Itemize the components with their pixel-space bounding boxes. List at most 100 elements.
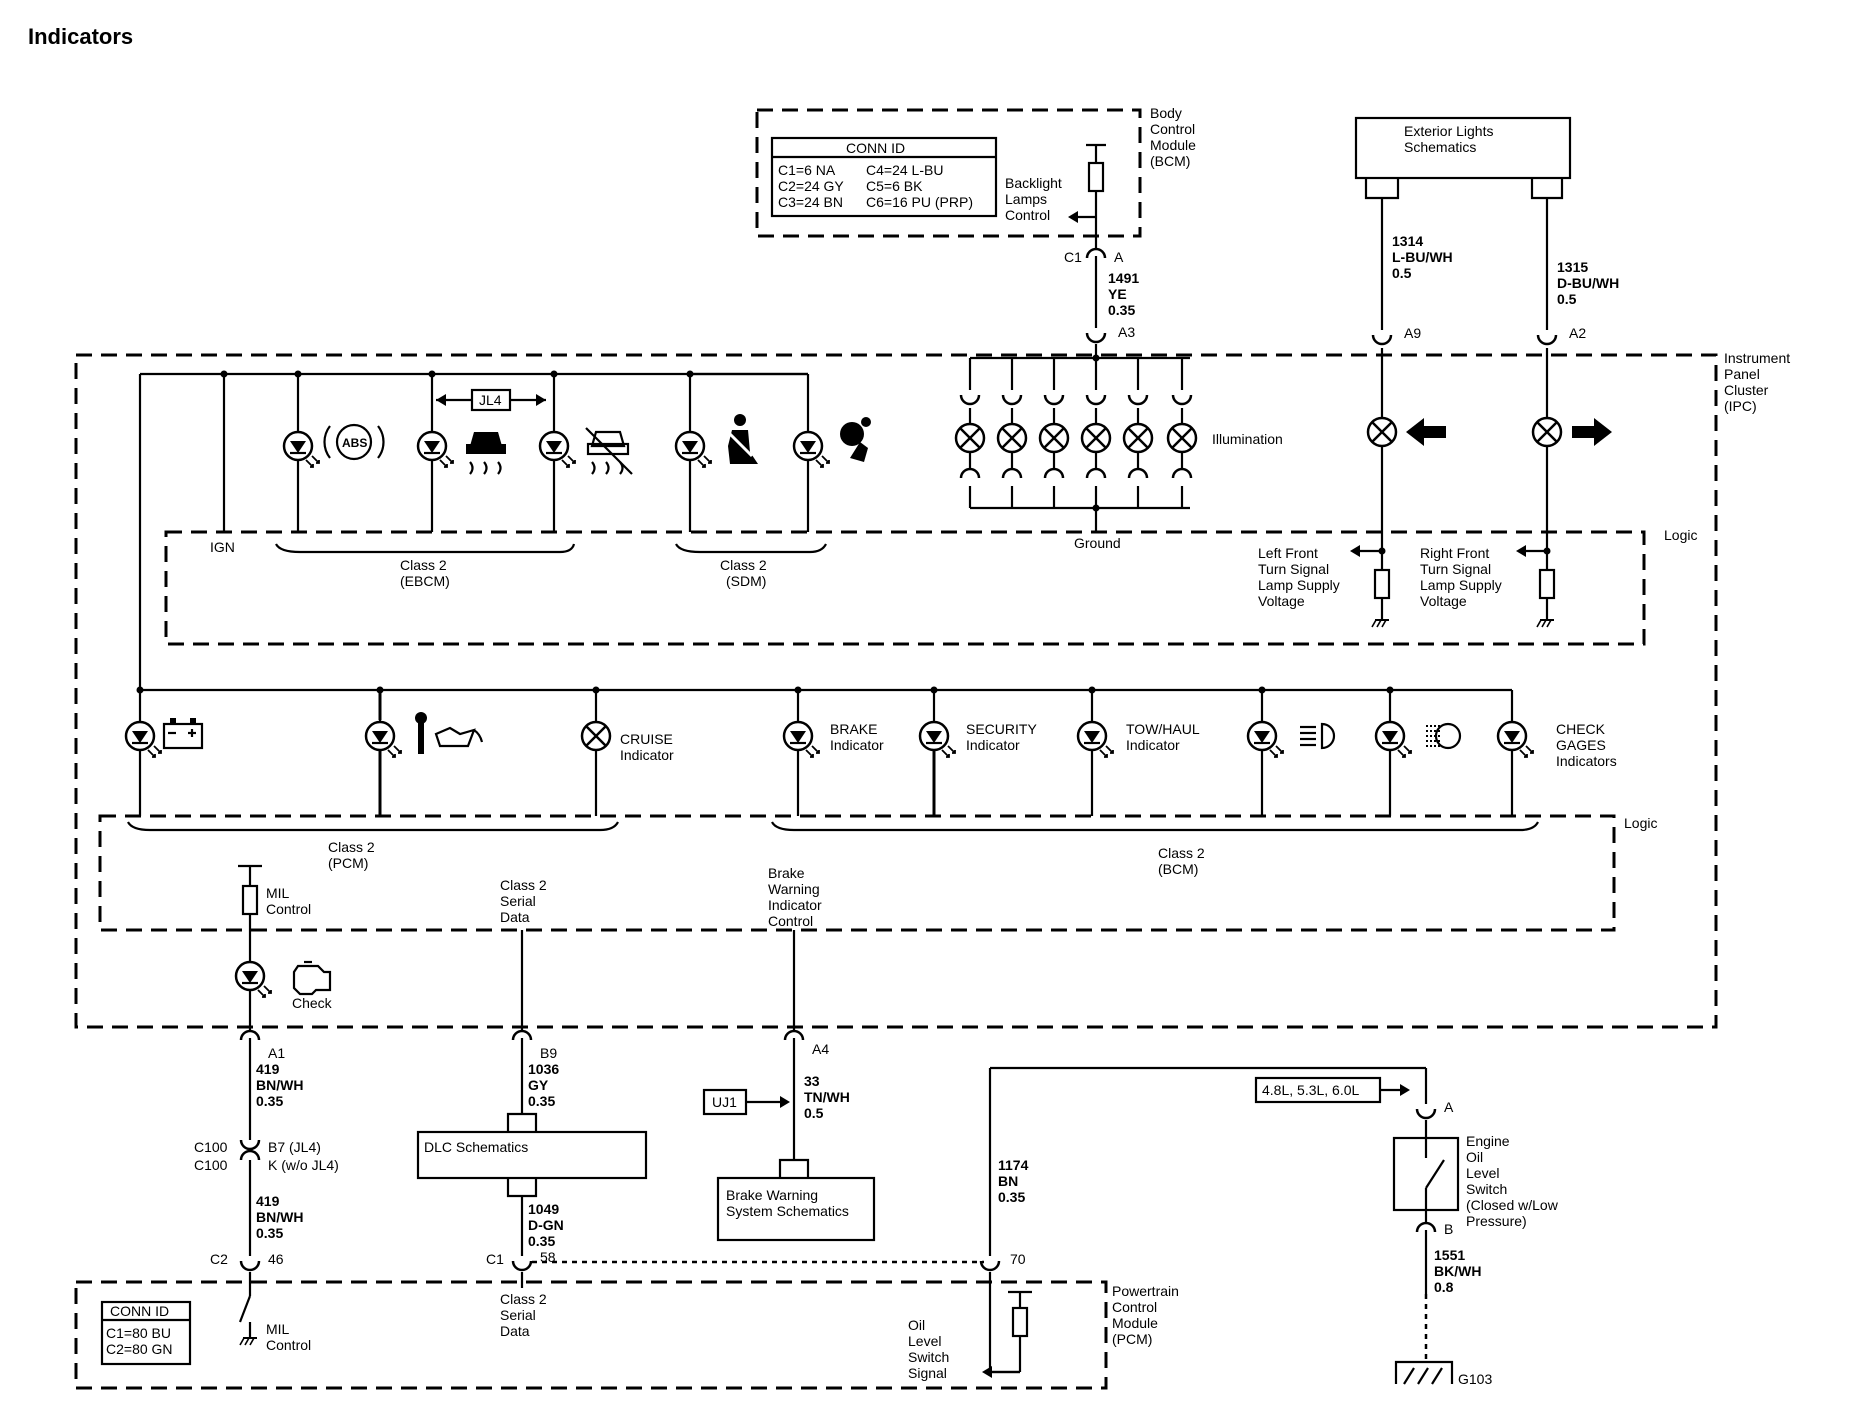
traction-control-lamp [416,430,455,469]
backlight-control-label: Backlight Lamps Control [1005,175,1066,223]
svg-text:C2=80 GN: C2=80 GN [106,1341,173,1357]
mil-control-pcm-label: MIL Control [266,1321,311,1353]
check-label: Check [292,995,333,1011]
illumination-lamp [1080,358,1112,508]
engine-variant-tag: 4.8L, 5.3L, 6.0L [1254,1076,1410,1104]
c100-connector [239,1139,261,1161]
dlc-schematics-label: DLC Schematics [424,1139,528,1155]
pcm-label: Powertrain Control Module (PCM) [1112,1283,1183,1347]
pin-b7-label: B7 (JL4) [268,1139,321,1155]
svg-text:CONN ID: CONN ID [846,140,905,156]
high-beam-lamp [1246,720,1285,759]
svg-text:C2=24 GY: C2=24 GY [778,178,844,194]
ipc-pin-b9: B9 [540,1045,557,1061]
ign-label: IGN [210,539,235,555]
bcm-boundary [755,108,1142,238]
class2-sdm-label: Class 2 (SDM) [720,557,771,589]
svg-text:C3=24 BN: C3=24 BN [778,194,843,210]
fog-lamp [1374,720,1413,759]
class2-serial-pcm-label: Class 2 Serial Data [500,1291,551,1339]
pcm-pin-70: 70 [1010,1251,1026,1267]
left-arrow-icon [1406,418,1446,446]
change-oil-lamp [364,720,403,759]
high-beam-icon [1300,722,1336,750]
wire-419-label-b: 419 BN/WH 0.35 [256,1193,307,1241]
brake-warning-schematics-box [716,1176,876,1242]
ground-g103-label: G103 [1458,1371,1492,1387]
brake-lamp [782,720,821,759]
illumination-lamp [1166,358,1198,508]
cruise-lamp [580,720,612,752]
brake-indicator-label: BRAKE Indicator [830,721,884,753]
illumination-label: Illumination [1212,431,1283,447]
ipc-pin-a4: A4 [812,1041,829,1057]
illumination-lamp [996,358,1028,508]
pcm-boundary [74,1280,1108,1390]
wire-1551-label: 1551 BK/WH 0.8 [1434,1247,1485,1295]
exterior-lights-box [1354,116,1572,180]
c100-label-b: C100 [194,1157,228,1173]
ipc-pin-a2: A2 [1569,325,1586,341]
right-turn-supply-label: Right Front Turn Signal Lamp Supply Volt… [1420,545,1506,609]
ipc-pin-a9: A9 [1404,325,1421,341]
right-arrow-icon [1572,418,1612,446]
svg-text:UJ1: UJ1 [712,1094,737,1110]
wire-1314-label: 1314 L-BU/WH 0.5 [1392,233,1457,281]
ground-g103-icon [1394,1360,1454,1385]
svg-text:C1=6 NA: C1=6 NA [778,162,836,178]
check-gages-lamp [1496,720,1535,759]
wire-1036-label: 1036 GY 0.35 [528,1061,563,1109]
illumination-lamp [954,358,986,508]
brake-warning-schematics-label: Brake Warning System Schematics [726,1187,849,1219]
svg-text:C6=16 PU (PRP): C6=16 PU (PRP) [866,194,973,210]
svg-text:4.8L, 5.3L, 6.0L: 4.8L, 5.3L, 6.0L [1262,1082,1360,1098]
svg-text:C4=24 L-BU: C4=24 L-BU [866,162,943,178]
c100-label-a: C100 [194,1139,228,1155]
wire-33-label: 33 TN/WH 0.5 [804,1073,854,1121]
wire-1491-label: 1491 YE 0.35 [1108,270,1143,318]
security-indicator-label: SECURITY Indicator [966,721,1040,753]
tow-haul-lamp [1076,720,1115,759]
dlc-schematics-box [416,1130,648,1180]
bcm-label: Body Control Module (BCM) [1150,105,1200,169]
switch-pin-b: B [1444,1221,1453,1237]
svg-text:C5=6 BK: C5=6 BK [866,178,923,194]
battery-icon [162,718,204,750]
tow-haul-indicator-label: TOW/HAUL Indicator [1126,721,1203,753]
illumination-lamp-array [970,344,1190,512]
abs-icon: ABS [323,423,385,461]
uj1-option-marker: UJ1 [702,1088,790,1116]
check-engine-lamp [234,960,273,999]
svg-text:JL4: JL4 [479,392,502,408]
bcm-connector-c1: C1 [1064,249,1082,265]
seatbelt-lamp [674,430,713,469]
check-gages-label: CHECK GAGES Indicators [1556,721,1617,769]
airbag-lamp [792,430,831,469]
cruise-label: CRUISE Indicator [620,731,677,763]
ipc-pin-a3: A3 [1118,324,1135,340]
logic-label-upper: Logic [1664,527,1697,543]
battery-lamp [124,720,163,759]
ipc-pin-a1: A1 [268,1045,285,1061]
ipc-boundary [74,353,1718,1029]
logic-box-lower [98,814,1616,932]
wire-1049-label: 1049 D-GN 0.35 [528,1201,568,1249]
oil-level-signal-label: Oil Level Switch Signal [908,1317,953,1381]
security-lamp [918,720,957,759]
class2-pcm-label: Class 2 (PCM) [328,839,379,871]
jl4-option-marker: JL4 [436,388,546,412]
traction-car-icon [466,432,506,475]
right-turn-lamp [1531,416,1563,448]
oil-level-switch-label: Engine Oil Level Switch (Closed w/Low Pr… [1466,1133,1562,1229]
traction-off-icon [585,427,633,475]
ground-label: Ground [1074,535,1121,551]
wire-419-label-a: 419 BN/WH 0.35 [256,1061,307,1109]
svg-text:C1=80 BU: C1=80 BU [106,1325,171,1341]
illumination-lamp [1122,358,1154,508]
left-turn-supply-label: Left Front Turn Signal Lamp Supply Volta… [1258,545,1344,609]
wire-1174-label: 1174 BN 0.35 [998,1157,1032,1205]
left-turn-lamp [1366,416,1398,448]
pcm-connector-c2: C2 [210,1251,228,1267]
pcm-conn-id-table: CONN ID C1=80 BU C2=80 GN [100,1300,192,1366]
